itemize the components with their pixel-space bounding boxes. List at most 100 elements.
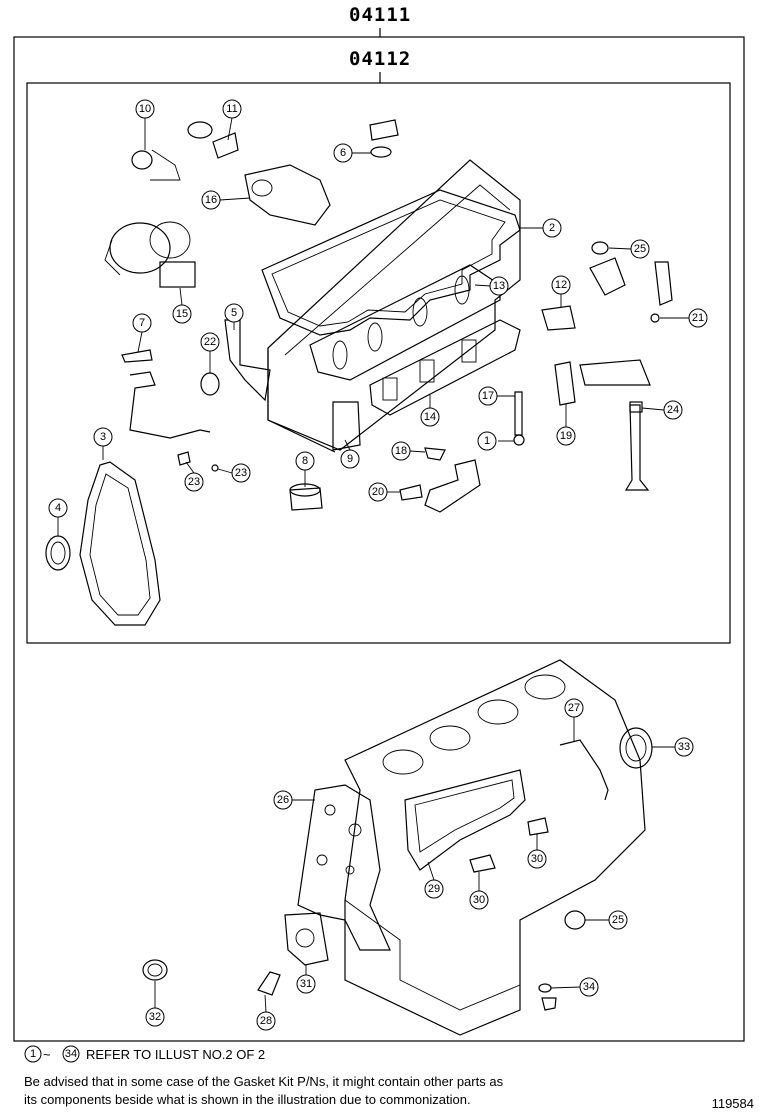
svg-text:5: 5 bbox=[231, 307, 237, 319]
svg-text:23: 23 bbox=[235, 467, 247, 479]
svg-text:29: 29 bbox=[428, 883, 440, 895]
kit-brackets bbox=[13, 28, 745, 1042]
callout-26: 26 bbox=[273, 790, 293, 810]
callout-31: 31 bbox=[296, 974, 316, 994]
callout-leaders bbox=[57, 117, 689, 1013]
callout-17: 17 bbox=[478, 386, 498, 406]
callout-34: 34 bbox=[579, 977, 599, 997]
svg-text:3: 3 bbox=[100, 431, 106, 443]
oil-seal-33 bbox=[619, 727, 653, 769]
callout-12: 12 bbox=[551, 275, 571, 295]
illustration-id: 119584 bbox=[711, 1096, 754, 1111]
svg-text:24: 24 bbox=[667, 404, 679, 416]
svg-text:4: 4 bbox=[55, 502, 61, 514]
gaskets-30 bbox=[469, 817, 549, 873]
exhaust-manifold-gasket bbox=[309, 264, 501, 381]
advice-line-1: Be advised that in some case of the Gask… bbox=[24, 1074, 504, 1089]
callout-7: 7 bbox=[132, 313, 152, 333]
oil-seal-32 bbox=[142, 959, 168, 981]
svg-text:1: 1 bbox=[30, 1048, 36, 1060]
timing-cover-gasket bbox=[79, 461, 161, 626]
svg-text:8: 8 bbox=[302, 455, 308, 467]
front-plate-gasket bbox=[297, 784, 391, 951]
callout-10: 10 bbox=[135, 99, 155, 119]
svg-text:18: 18 bbox=[395, 445, 407, 457]
svg-text:31: 31 bbox=[300, 978, 312, 990]
callout-6: 6 bbox=[333, 143, 353, 163]
callout-25b: 25 bbox=[608, 910, 628, 930]
callout-21: 21 bbox=[688, 308, 708, 328]
callout-25a: 25 bbox=[630, 239, 650, 259]
callout-2: 2 bbox=[542, 218, 562, 238]
callout-20: 20 bbox=[368, 482, 388, 502]
callout-23a: 23 bbox=[184, 472, 204, 492]
svg-text:30: 30 bbox=[473, 894, 485, 906]
refer-note: REFER TO ILLUST NO.2 OF 2 bbox=[86, 1047, 266, 1062]
outer-kit-number: 04111 bbox=[349, 4, 412, 26]
svg-text:27: 27 bbox=[568, 702, 580, 714]
callout-16: 16 bbox=[201, 190, 221, 210]
svg-text:7: 7 bbox=[139, 317, 145, 329]
svg-text:14: 14 bbox=[424, 411, 436, 423]
svg-text:22: 22 bbox=[204, 336, 216, 348]
svg-text:6: 6 bbox=[340, 147, 346, 159]
callout-14: 14 bbox=[420, 407, 440, 427]
block-side-gasket-29 bbox=[404, 769, 526, 871]
svg-text:25: 25 bbox=[634, 243, 646, 255]
callout-4: 4 bbox=[48, 498, 68, 518]
gasket-28 bbox=[257, 971, 281, 996]
svg-text:16: 16 bbox=[205, 194, 217, 206]
callout-28: 28 bbox=[256, 1011, 276, 1031]
advice-line-2: its components beside what is shown in t… bbox=[24, 1092, 471, 1107]
svg-text:11: 11 bbox=[226, 103, 237, 115]
refer-end-circle: 34 bbox=[62, 1045, 80, 1063]
callout-3: 3 bbox=[93, 427, 113, 447]
callout-27: 27 bbox=[564, 698, 584, 718]
callout-18: 18 bbox=[391, 441, 411, 461]
svg-text:17: 17 bbox=[482, 390, 494, 402]
callout-9: 9 bbox=[340, 449, 360, 469]
svg-text:26: 26 bbox=[277, 794, 289, 806]
callout-30a: 30 bbox=[527, 849, 547, 869]
svg-text:32: 32 bbox=[149, 1011, 161, 1023]
callout-30b: 30 bbox=[469, 890, 489, 910]
cylinder-head bbox=[267, 159, 521, 453]
callout-33: 33 bbox=[674, 737, 694, 757]
svg-text:13: 13 bbox=[493, 280, 505, 292]
svg-text:23: 23 bbox=[188, 476, 200, 488]
svg-text:19: 19 bbox=[560, 430, 572, 442]
svg-text:28: 28 bbox=[260, 1015, 272, 1027]
refer-tilde: ~ bbox=[43, 1047, 51, 1062]
valve-cover-gasket bbox=[261, 189, 521, 336]
inner-kit-number: 04112 bbox=[349, 48, 412, 70]
callout-24: 24 bbox=[663, 400, 683, 420]
callout-15: 15 bbox=[172, 304, 192, 324]
svg-text:30: 30 bbox=[531, 853, 543, 865]
svg-text:9: 9 bbox=[347, 453, 353, 465]
gasket-31 bbox=[284, 912, 329, 966]
callout-19: 19 bbox=[556, 426, 576, 446]
callout-1: 1 bbox=[477, 431, 497, 451]
svg-text:1: 1 bbox=[484, 435, 490, 447]
svg-text:15: 15 bbox=[176, 308, 188, 320]
intake-manifold-gasket bbox=[369, 319, 521, 416]
callout-23b: 23 bbox=[231, 463, 251, 483]
turbocharger bbox=[104, 221, 196, 288]
oil-seal-4 bbox=[45, 535, 71, 571]
callout-8: 8 bbox=[295, 451, 315, 471]
callout-29: 29 bbox=[424, 879, 444, 899]
svg-text:34: 34 bbox=[65, 1048, 77, 1060]
svg-text:2: 2 bbox=[549, 222, 555, 234]
callout-32: 32 bbox=[145, 1007, 165, 1027]
callout-22: 22 bbox=[200, 332, 220, 352]
callout-11: 11 bbox=[222, 99, 242, 119]
oil-seal-25-lower bbox=[564, 910, 586, 930]
water-outlet bbox=[244, 164, 331, 226]
svg-text:25: 25 bbox=[612, 914, 624, 926]
callout-5: 5 bbox=[224, 303, 244, 323]
refer-start-circle: 1 bbox=[24, 1045, 42, 1063]
svg-text:10: 10 bbox=[139, 103, 151, 115]
svg-text:20: 20 bbox=[372, 486, 384, 498]
svg-text:34: 34 bbox=[583, 981, 595, 993]
